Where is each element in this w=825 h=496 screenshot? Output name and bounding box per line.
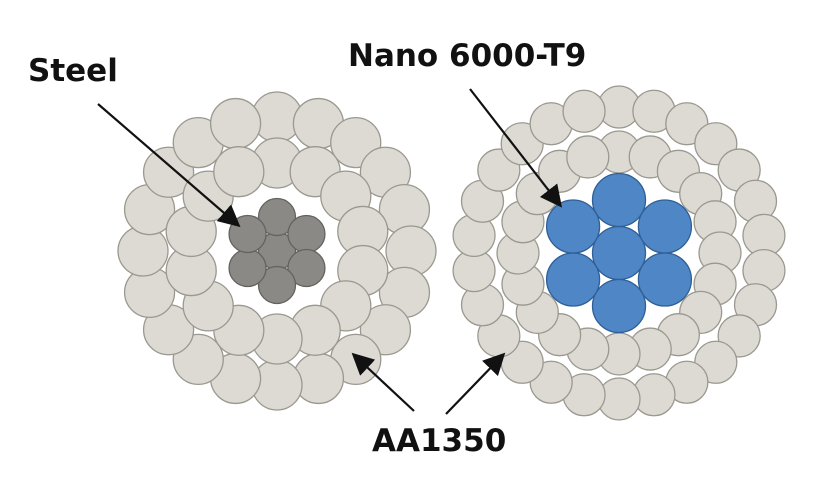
right-conductor-cross-section — [452, 85, 786, 421]
nano-strand — [545, 199, 601, 254]
outer-aluminum-strand — [209, 97, 262, 150]
nano-strand — [591, 225, 647, 281]
steel-strand — [257, 197, 297, 237]
nano-strand — [637, 199, 693, 254]
steel-strand — [287, 248, 326, 288]
steel-arrow — [97, 103, 241, 228]
steel-label: Steel — [28, 53, 118, 89]
nano-strand — [591, 172, 647, 228]
aa1350-left-arrow — [351, 352, 415, 412]
callout-arrows — [97, 88, 563, 415]
left-conductor-cross-section — [117, 91, 437, 411]
inner-aluminum-strand — [566, 135, 610, 179]
steel-strand — [228, 248, 267, 288]
nano-strand — [637, 252, 693, 307]
nano-arrow — [469, 88, 563, 208]
aa1350-label: AA1350 — [372, 423, 507, 459]
outer-aluminum-strand — [562, 89, 606, 133]
nano-6000-t9-label: Nano 6000-T9 — [348, 38, 587, 74]
inner-aluminum-strand — [213, 146, 265, 198]
steel-strand — [287, 214, 326, 254]
nano-strand — [545, 252, 601, 307]
nano-strand — [591, 278, 647, 334]
steel-strand — [257, 265, 297, 305]
aa1350-right-arrow — [445, 352, 506, 415]
